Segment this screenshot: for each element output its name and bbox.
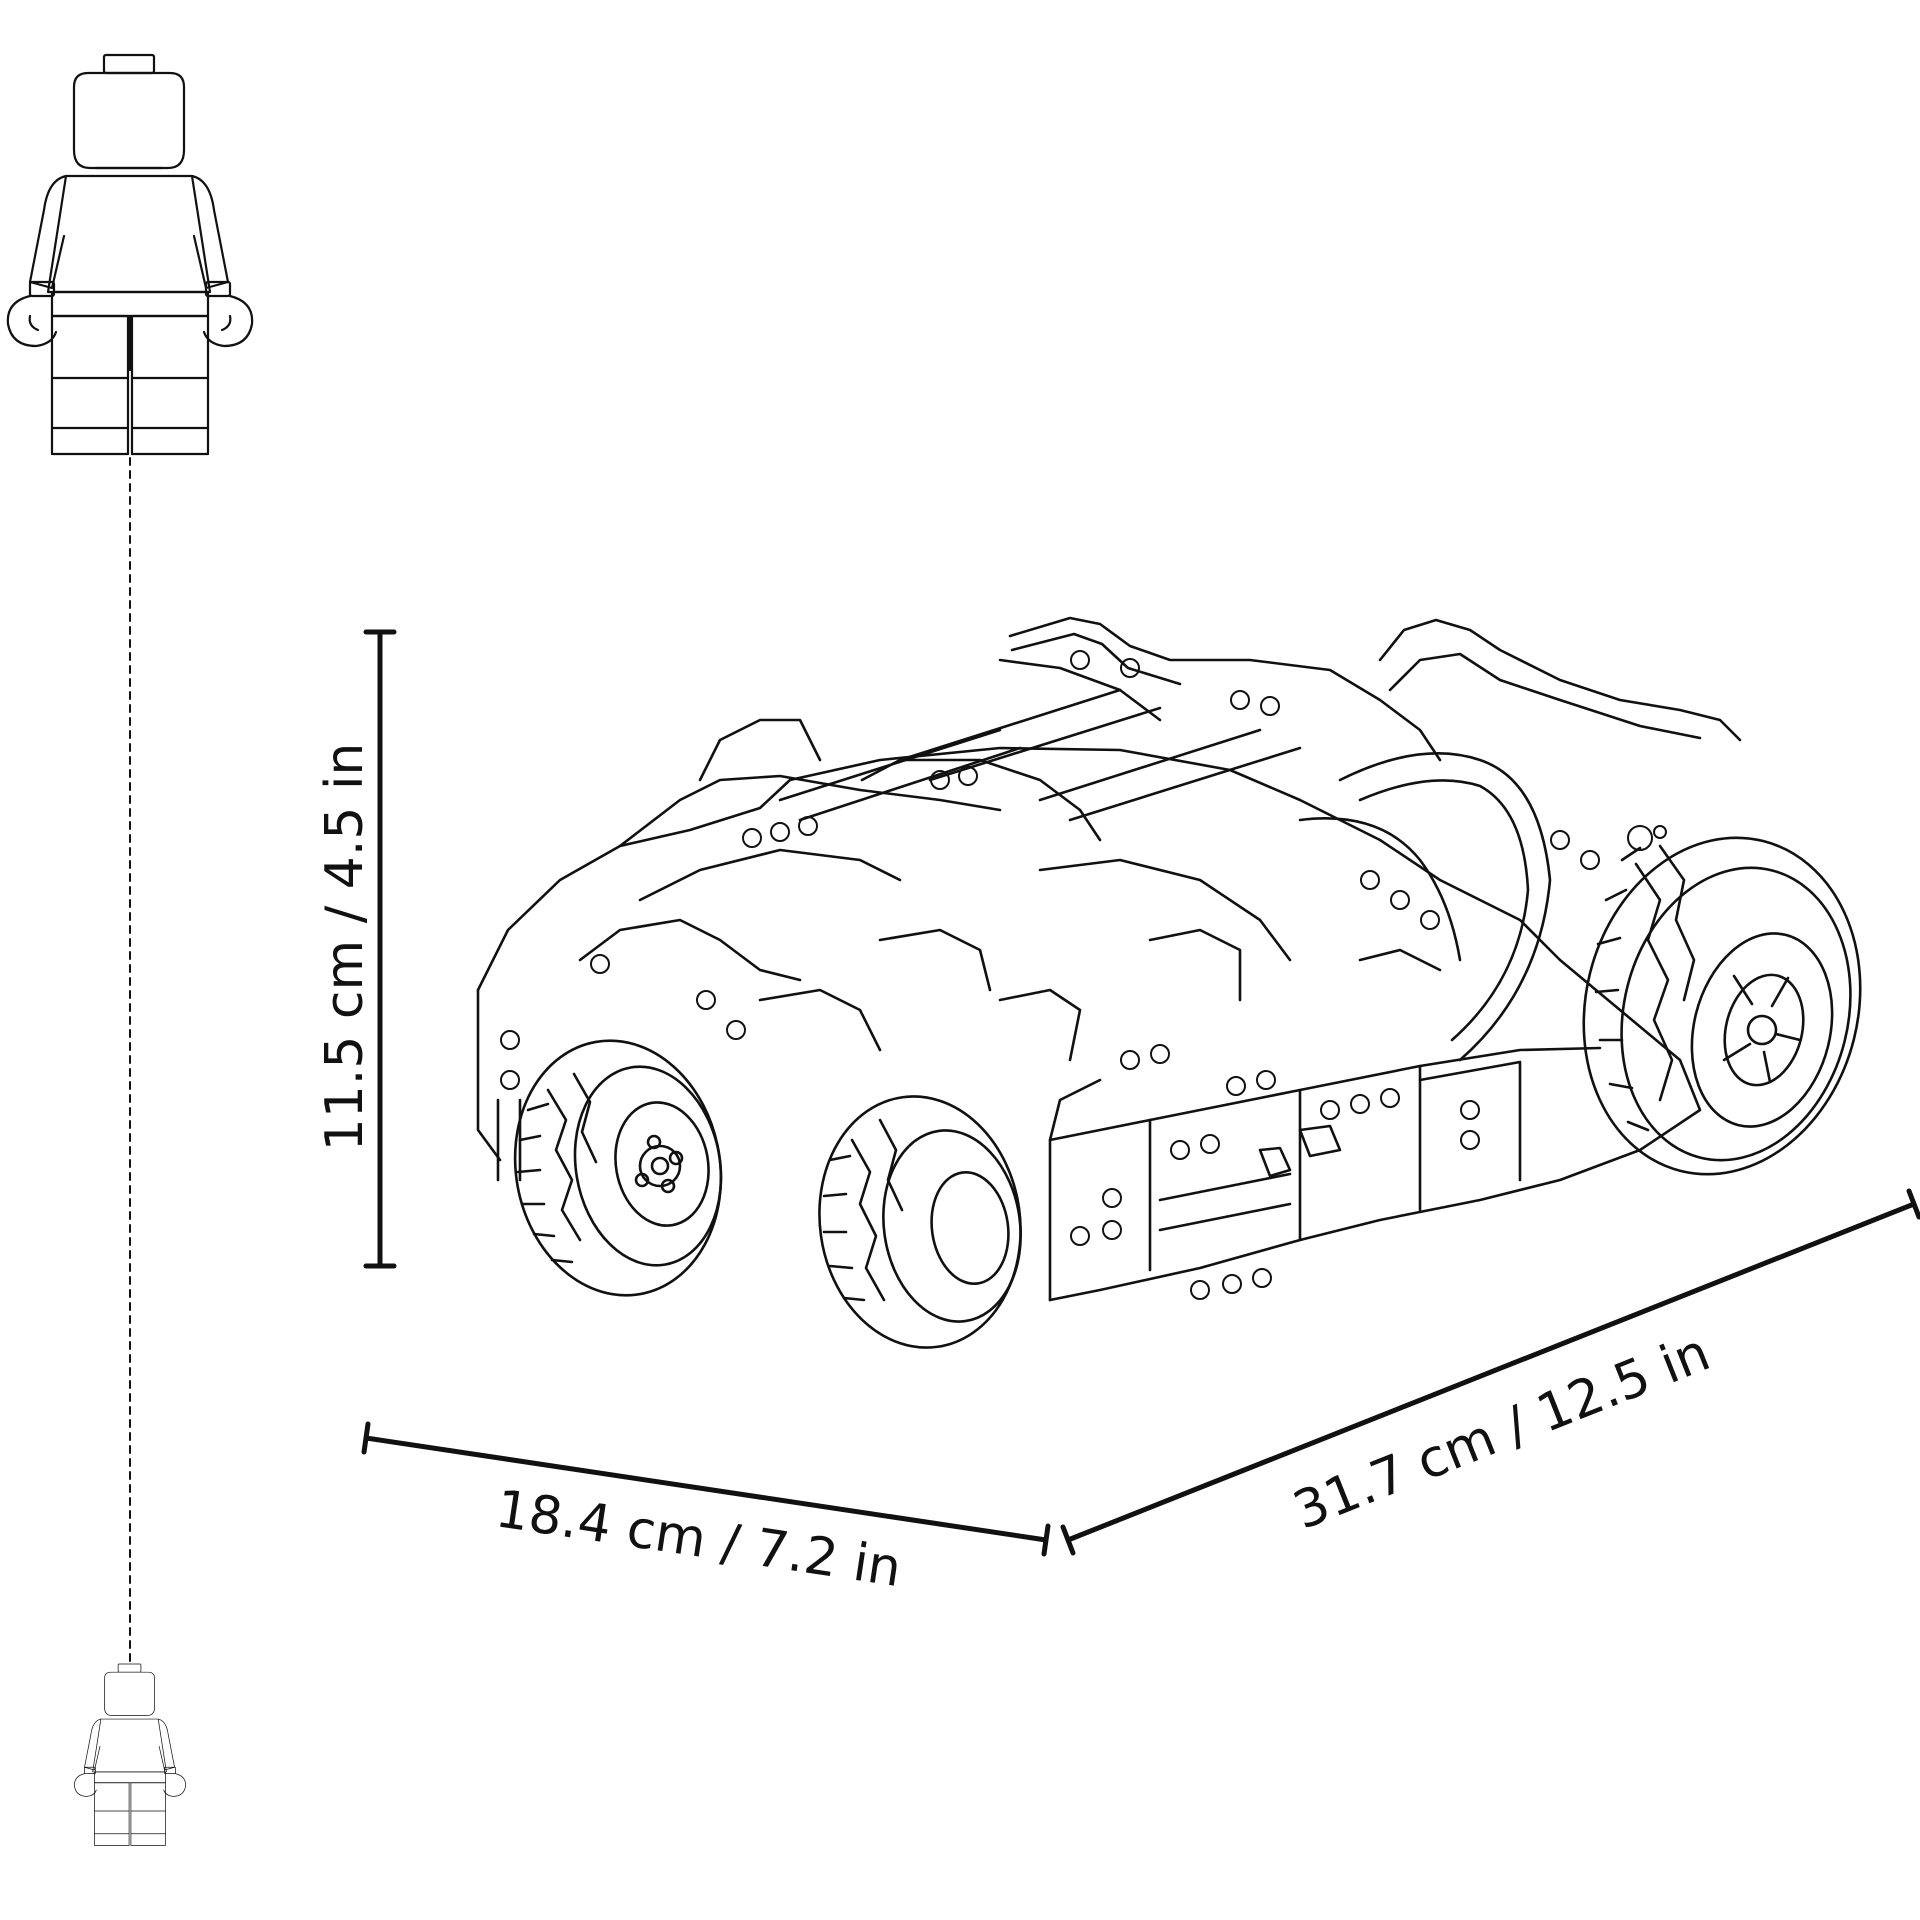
vehicle-illustration <box>476 616 1862 1349</box>
height-dimension-line <box>363 629 397 1269</box>
large-minifigure-icon <box>6 53 254 456</box>
width-dimension-line <box>361 1421 1051 1557</box>
small-minifigure-icon <box>74 1663 186 1846</box>
length-dimension-line <box>1060 1188 1920 1556</box>
front-left-wheel <box>513 1039 723 1297</box>
height-label: 11.5 cm / 4.5 in <box>315 743 375 1152</box>
length-label: 31.7 cm / 12.5 in <box>1285 1323 1718 1542</box>
beam-holes <box>500 650 1667 1300</box>
front-right-wheel <box>818 1095 1022 1349</box>
width-label: 18.4 cm / 7.2 in <box>492 1479 905 1599</box>
rear-right-wheel <box>1582 836 1862 1176</box>
